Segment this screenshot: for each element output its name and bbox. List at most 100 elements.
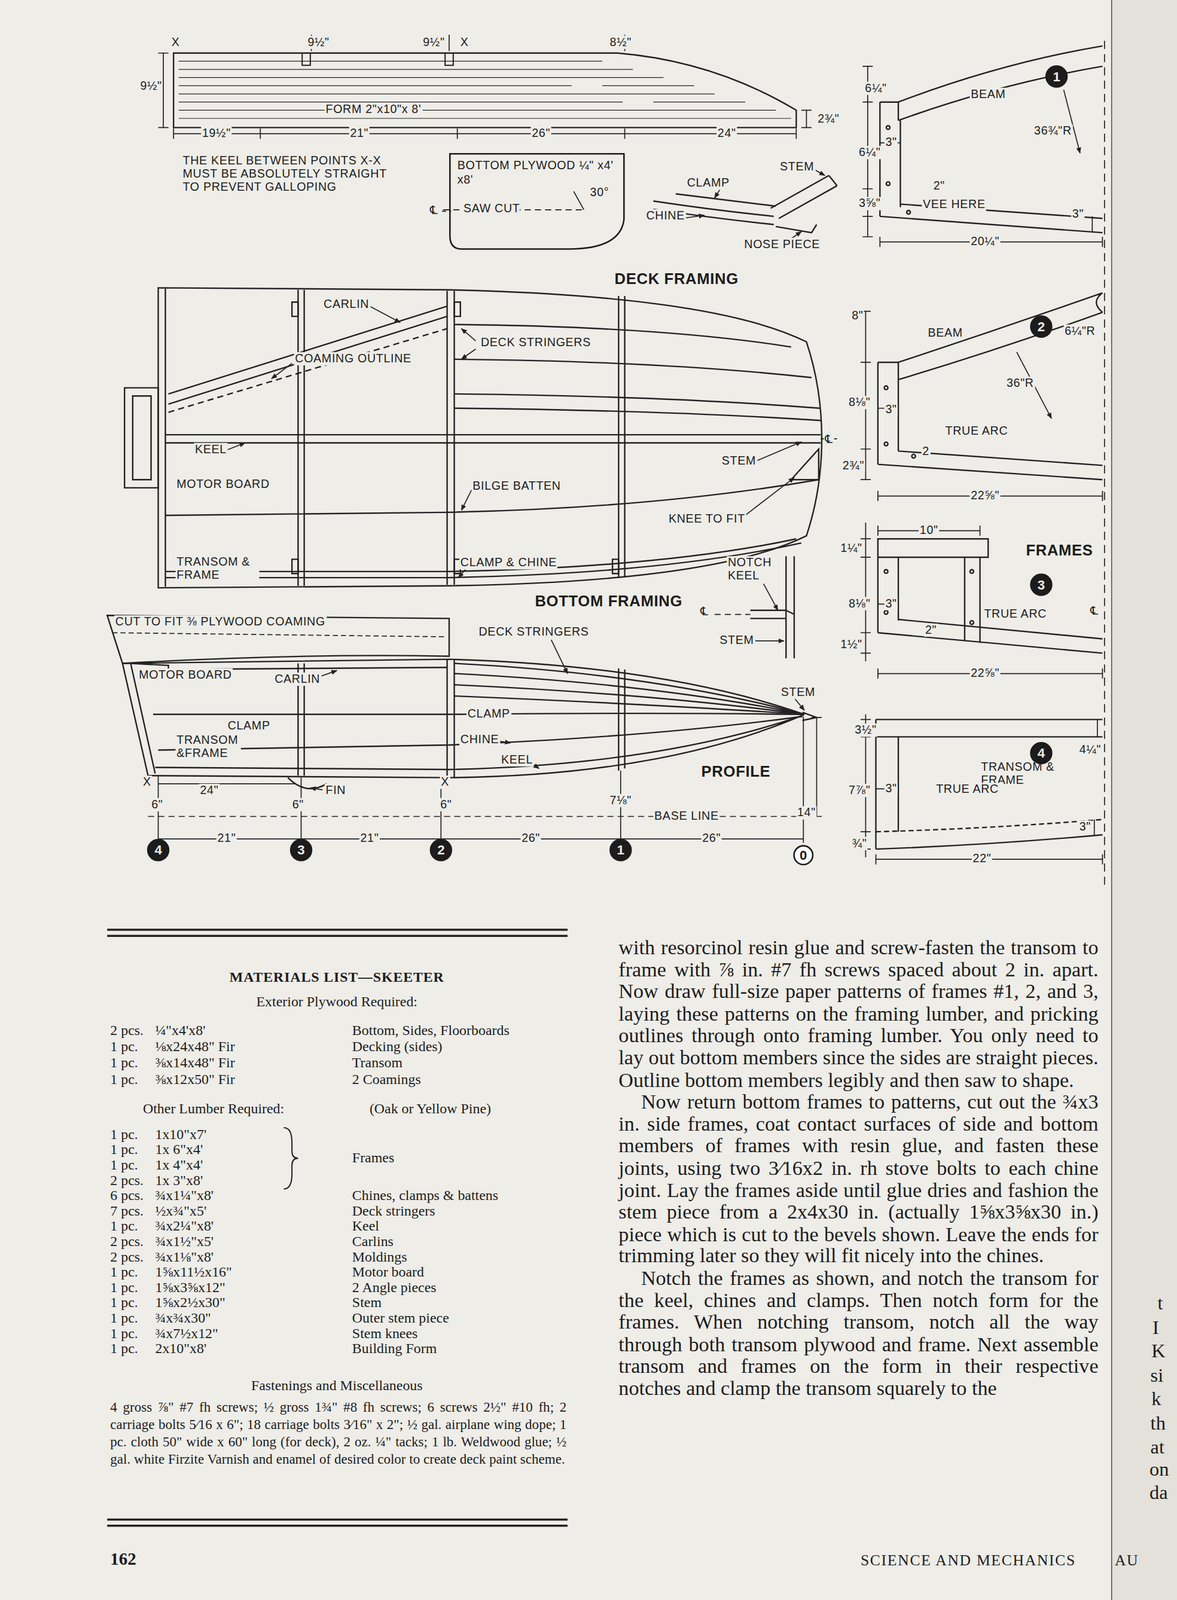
frame-drawings (883, 610, 888, 615)
plan-view (165, 434, 822, 444)
drawing-label: 1½" (839, 638, 864, 652)
callout-number: 0 (793, 845, 814, 866)
frame-drawings (1104, 40, 1106, 889)
callout-number: 4 (1029, 742, 1053, 765)
plan-view (741, 477, 795, 519)
stem-chine-detail (714, 189, 721, 198)
drawing-label: 1¼" (839, 541, 864, 556)
materials-list-cell: 1⅝x3⅝x12" (154, 1279, 225, 1297)
drawing-heading: BOTTOM FRAMING (532, 592, 685, 610)
body-paragraph: with resorcinol resin glue and screw-fas… (618, 937, 1099, 1092)
callout-number-text: 0 (799, 848, 807, 862)
building-form (158, 34, 812, 212)
plan-view (714, 614, 751, 616)
plan-view (461, 489, 472, 511)
panel-outline (449, 153, 624, 249)
frame-drawings (970, 620, 974, 625)
drawing-label: BILGE BATTEN (471, 479, 563, 494)
callout-number: 1 (609, 839, 633, 862)
drawing-label: X (440, 775, 451, 790)
drawing-label: KNEE TO FIT (667, 512, 746, 527)
callout-number: 3 (1029, 573, 1053, 597)
callout-number: 2 (1029, 315, 1053, 338)
frame-drawings (877, 538, 1103, 654)
materials-list-cell: Moldings (352, 1249, 408, 1266)
materials-list-cell: Transom (352, 1055, 403, 1072)
drawing-label: BEAM (970, 87, 1008, 102)
drawing-label: 4¼" (1078, 743, 1103, 758)
callout-circle (610, 839, 631, 861)
drawing-label: CLAMP (226, 719, 271, 734)
body-paragraph: Notch the frames as shown, and notch the… (618, 1267, 1099, 1401)
materials-list-cell: ¾x1⅛"x8' (154, 1249, 214, 1266)
panel-label: SAW CUT (463, 201, 521, 216)
drawing-label: 3" (1078, 820, 1093, 835)
drawing-label: 36¾"R (1032, 124, 1073, 139)
drawing-label: COAMING OUTLINE (294, 352, 413, 367)
plywood-panel: BOTTOM PLYWOOD ¼" x4' x8'SAW CUT30° (449, 153, 625, 250)
drawing-label: 3" (884, 781, 899, 796)
drawing-label: 26" (701, 831, 722, 846)
plan-view (168, 306, 448, 405)
materials-list-cell: 2 pcs. (110, 1172, 144, 1189)
materials-list-cell: 1 pc. (110, 1126, 138, 1143)
drawing-label: DECK STRINGERS (479, 336, 592, 350)
next-page-strip (1112, 0, 1177, 1600)
profile-view (310, 788, 323, 791)
drawing-label: CLAMP (685, 176, 731, 191)
profile-view (107, 615, 450, 664)
fastenings-note: 4 gross ⅞" #7 fh screws; ½ gross 1¾" #8 … (110, 1398, 567, 1468)
drawing-label: 22⅝" (969, 489, 1000, 503)
panel-label: BOTTOM PLYWOOD ¼" x4' x8' (457, 159, 617, 188)
drawing-label: ℄ (699, 605, 710, 620)
frame-drawings (875, 819, 1103, 832)
profile-view (158, 716, 803, 750)
drawing-label: 7⅛" (608, 794, 633, 808)
drawing-label: 19½" (200, 126, 232, 141)
materials-list-cell: Stem knees (352, 1325, 419, 1343)
drawing-label: CLAMP & CHINE (459, 556, 558, 570)
callout-circle (1031, 742, 1053, 764)
materials-list-cell: 1x10"x7' (154, 1126, 207, 1143)
drawing-label: ℄ (428, 203, 439, 218)
callout-number-text: 2 (1037, 319, 1045, 334)
callout-number-text: 1 (1052, 69, 1060, 84)
drawing-label: 3" (884, 403, 899, 417)
materials-list-cell: Outer stem piece (352, 1310, 450, 1328)
frame-drawings (877, 293, 1103, 480)
drawing-heading: PROFILE (699, 762, 773, 780)
drawing-label: X (170, 35, 181, 50)
materials-list-cell: Fastenings and Miscellaneous (251, 1377, 423, 1395)
drawing-label: 22" (971, 852, 993, 867)
drawing-label: 26" (530, 126, 551, 141)
materials-list-cell: ¼"x4'x8' (154, 1022, 206, 1039)
drawing-label: 3" (884, 597, 899, 612)
drawing-label: ℄ (824, 433, 835, 447)
drawing-label: TRUE ARC (934, 782, 1000, 797)
profile-view (297, 659, 625, 779)
next-page-fragment: at (1150, 1436, 1165, 1459)
drawing-label: 8⅛" (847, 395, 872, 410)
materials-list-cell: Deck stringers (352, 1203, 436, 1220)
drawing-label: 20¼" (969, 235, 1000, 249)
plan-view (158, 287, 822, 588)
materials-list-cell: ⅜x14x48" Fir (154, 1055, 235, 1072)
drawing-label: 3" (884, 135, 899, 150)
frame-drawings (883, 386, 888, 390)
building-form (801, 110, 812, 128)
drawing-label: CHINE (459, 733, 500, 747)
running-footer: AU (1114, 1552, 1139, 1570)
drawing-label: 26" (520, 831, 541, 846)
materials-list-cell: 1 pc. (110, 1295, 138, 1312)
building-form (173, 128, 797, 139)
materials-list-cell: (Oak or Yellow Pine) (369, 1101, 492, 1118)
materials-list-cell: ⅜x12x50" Fir (154, 1071, 235, 1088)
callout-circle (794, 846, 813, 865)
next-page-fragment: on (1149, 1458, 1169, 1481)
drawing-label: 14" (796, 806, 817, 820)
materials-list-cell: Other Lumber Required: (142, 1101, 285, 1118)
drawing-label: STEM (779, 685, 817, 700)
plan-view (458, 569, 466, 578)
